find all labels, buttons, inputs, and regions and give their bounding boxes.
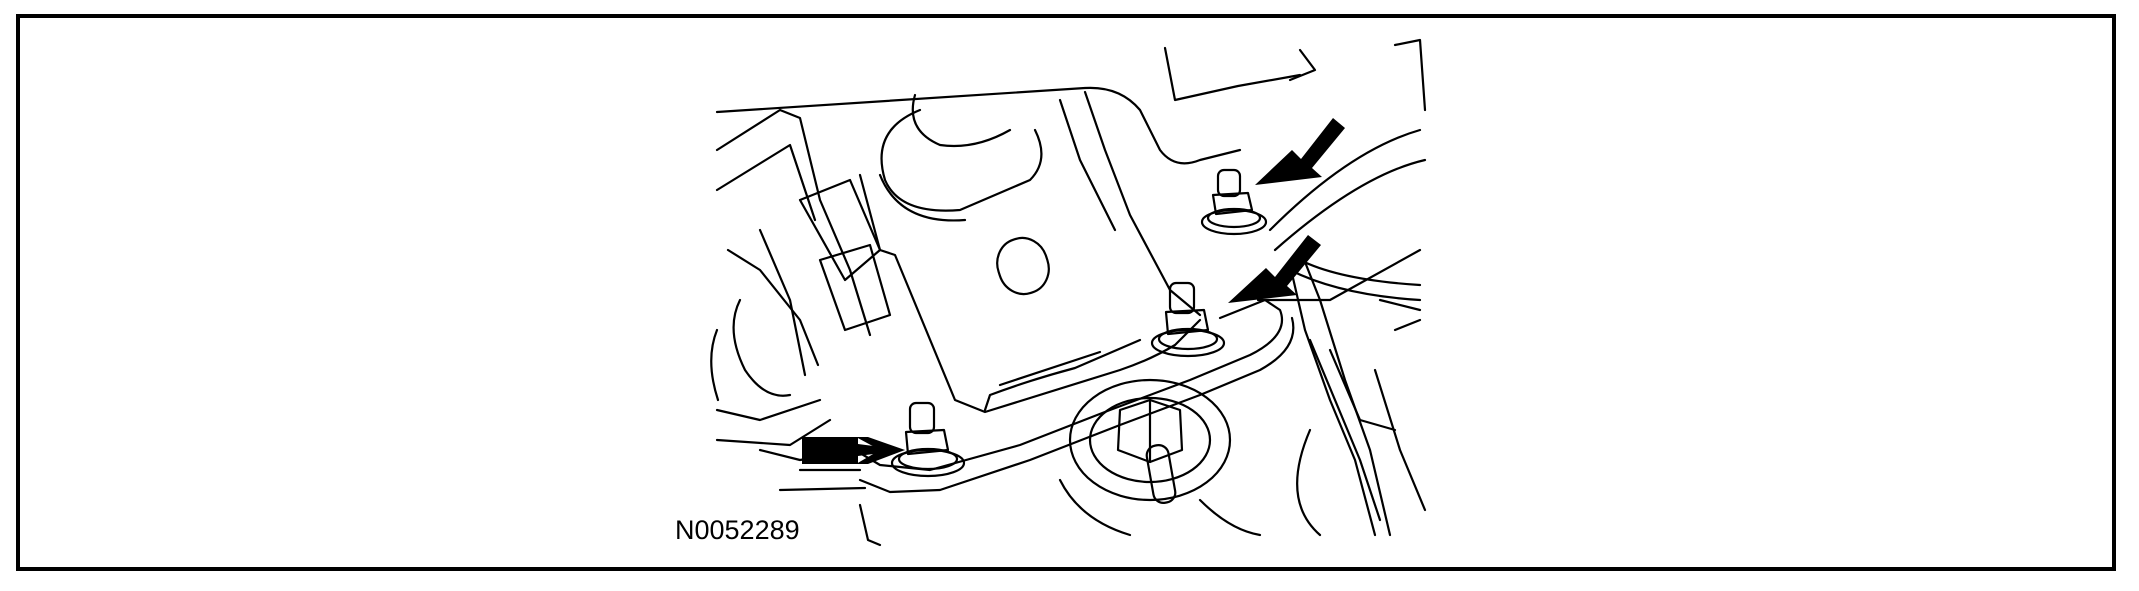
right-arm [1256, 128, 1427, 537]
cylinder-boss [878, 93, 1043, 222]
stud-nut-upper [1200, 168, 1268, 236]
left-housing [710, 108, 892, 462]
stud-nut-lower [890, 401, 966, 478]
stud-nut-middle [1150, 281, 1226, 358]
arrow-middle-right [1228, 235, 1321, 303]
arrow-lower-left [802, 437, 905, 464]
slot-hole [996, 236, 1050, 296]
arrow-upper-right [1255, 118, 1345, 185]
bracket-top-edge [715, 86, 1242, 165]
figure-id-label: N0052289 [675, 515, 800, 545]
lower-stud [1145, 444, 1177, 504]
lower-stud-bushing [1058, 378, 1262, 537]
mounting-flange [778, 298, 1295, 547]
bracket-plate [858, 90, 1202, 414]
figure-frame [16, 14, 2116, 571]
